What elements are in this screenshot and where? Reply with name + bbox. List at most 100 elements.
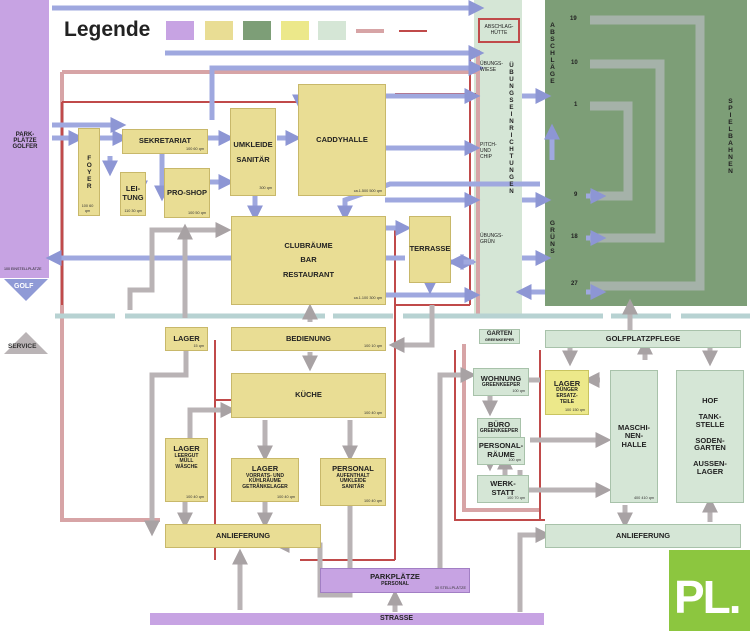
room-leitung-label: LEI- TUNG bbox=[122, 184, 144, 202]
pl-logo-block bbox=[669, 550, 750, 631]
room-kueche-area: 100 40 qm bbox=[364, 410, 382, 415]
svc-wohnung-label: WOHNUNG bbox=[480, 373, 522, 383]
room-sekretariat-label: SEKRETARIAT bbox=[138, 136, 192, 146]
svc-werkstatt-label: WERK- STATT bbox=[490, 479, 516, 497]
room-personal-area: 100 40 qm bbox=[364, 498, 382, 503]
pl-logo-text: PL. bbox=[674, 571, 742, 623]
room-lager-leergut-area: 100 40 qm bbox=[186, 494, 204, 499]
room-foyer-label: FOYER bbox=[85, 154, 93, 190]
svc-garten-label: GARTEN bbox=[486, 330, 513, 337]
room-kueche-label: KÜCHE bbox=[295, 390, 322, 400]
room-umkleide-label: UMKLEIDE SANITÄR bbox=[233, 140, 273, 164]
svc-buero-sub: GREENKEEPER bbox=[479, 428, 519, 435]
course-frame-inner bbox=[590, 101, 633, 201]
room-bedienung: BEDIENUNG 100 10 qm bbox=[231, 327, 386, 351]
room-leitung: LEI- TUNG 110 30 qm bbox=[120, 172, 146, 216]
hole-number: 1 bbox=[574, 102, 578, 108]
svc-buero: BÜRO GREENKEEPER bbox=[477, 418, 521, 438]
legend-swatch-course-green bbox=[243, 21, 271, 40]
room-lager-vorrats-label: LAGER bbox=[251, 464, 279, 473]
room-sekretariat: SEKRETARIAT 100 60 qm bbox=[122, 129, 208, 154]
room-proshop-label: PRO-SHOP bbox=[166, 187, 207, 197]
svc-werkstatt-area: 100 70 qm bbox=[507, 495, 525, 500]
hole-number: 9 bbox=[574, 192, 578, 198]
hole-number: 27 bbox=[571, 281, 578, 287]
svc-garten: GARTEN GREENKEEPER bbox=[479, 329, 520, 344]
svc-hof: HOF TANK- STELLE SODEN- GARTEN AUSSEN- L… bbox=[676, 370, 744, 503]
svc-garten-sub: GREENKEEPER bbox=[484, 337, 515, 342]
legend-swatch-light-yellow bbox=[281, 21, 309, 40]
room-kueche: KÜCHE 100 40 qm bbox=[231, 373, 386, 418]
practice-pitch: PITCH- UND CHIP bbox=[480, 142, 497, 160]
legend-swatch-club-yellow bbox=[205, 21, 233, 40]
strasse-label: STRASSE bbox=[380, 615, 414, 622]
golf-tag-label: GOLF bbox=[14, 283, 34, 290]
room-lager-vorrats-area: 100 40 qm bbox=[277, 494, 295, 499]
room-lager-leergut-label: LAGER bbox=[173, 444, 200, 453]
room-bedienung-label: BEDIENUNG bbox=[285, 333, 331, 343]
svc-golfplatzpflege: GOLFPLATZPFLEGE bbox=[545, 330, 741, 348]
course-spielbahnen: SPIELBAHNEN bbox=[727, 98, 734, 175]
room-umkleide-area: 300 qm bbox=[259, 186, 272, 191]
practice-abschlaghuette-label: ABSCHLAG- HÜTTE bbox=[484, 23, 514, 36]
room-proshop-area: 100 50 qm bbox=[188, 210, 206, 215]
room-bedienung-area: 100 10 qm bbox=[364, 343, 382, 348]
room-foyer-area: 100 60 qm bbox=[81, 204, 94, 213]
course-gruens: GRÜNS bbox=[549, 220, 556, 255]
room-lager-leergut: LAGER LEERGUT MÜLL WÄSCHE 100 40 qm bbox=[165, 438, 208, 502]
svc-maschinenhalle: MASCHI- NEN- HALLE 400 410 qm bbox=[610, 370, 658, 503]
room-lager-vorrats: LAGER VORRATS- UND KÜHLRÄUME GETRÄNKELAG… bbox=[231, 458, 299, 502]
room-caddyhalle: CADDYHALLE ca.1.500 500 qm bbox=[298, 84, 386, 196]
hole-number: 10 bbox=[571, 60, 578, 66]
room-lager-top-area: 15 qm bbox=[193, 343, 204, 348]
room-personal: PERSONAL AUFENTHALT UMKLEIDE SANITÄR 100… bbox=[320, 458, 386, 506]
room-terrasse-label: TERRASSE bbox=[409, 244, 451, 254]
svc-lager-duenger-area: 100 150 qm bbox=[564, 407, 585, 412]
svc-anlieferung-label: ANLIEFERUNG bbox=[615, 530, 671, 540]
svc-maschinenhalle-label: MASCHI- NEN- HALLE bbox=[617, 422, 651, 449]
svc-personalraeume: PERSONAL- RÄUME 100 qm bbox=[477, 437, 525, 465]
svc-lager-duenger-sub: DÜNGER ERSATZ- TEILE bbox=[556, 387, 578, 405]
room-parkplaetze-personal-label: PARKPLÄTZE bbox=[370, 572, 420, 582]
room-proshop: PRO-SHOP 100 50 qm bbox=[164, 168, 210, 218]
room-anlieferung-club: ANLIEFERUNG bbox=[165, 524, 321, 548]
svc-golfplatzpflege-label: GOLFPLATZPFLEGE bbox=[605, 333, 681, 343]
room-leitung-area: 110 30 qm bbox=[124, 208, 142, 213]
course-abschlaege: ABSCHLÄGE bbox=[549, 22, 556, 85]
svc-buero-label: BÜRO bbox=[487, 419, 511, 429]
room-lager-top: LAGER 15 qm bbox=[165, 327, 208, 351]
room-personal-label: PERSONAL bbox=[332, 464, 374, 473]
course-zone bbox=[545, 0, 747, 306]
parking-golfers-strip bbox=[0, 0, 49, 278]
legend-line-pink bbox=[356, 29, 384, 33]
svc-maschinenhalle-area: 400 410 qm bbox=[633, 495, 654, 500]
legend-swatch-purple bbox=[166, 21, 194, 40]
course-frame-outer bbox=[590, 15, 705, 291]
practice-vertical-title: ÜBUNGSEINRICHTUNGEN bbox=[508, 62, 515, 195]
service-tag-label: SERVICE bbox=[8, 343, 37, 350]
room-personal-sub: AUFENTHALT UMKLEIDE SANITÄR bbox=[336, 472, 370, 491]
room-caddyhalle-area: ca.1.500 500 qm bbox=[353, 188, 382, 193]
strasse-band bbox=[150, 613, 544, 625]
svc-lager-duenger-label: LAGER bbox=[553, 378, 581, 388]
room-anlieferung-club-label: ANLIEFERUNG bbox=[215, 530, 271, 540]
svc-wohnung-area: 100 qm bbox=[512, 388, 525, 393]
room-sekretariat-area: 100 60 qm bbox=[186, 146, 204, 151]
room-caddyhalle-label: CADDYHALLE bbox=[316, 134, 368, 144]
legend-swatch-light-green bbox=[318, 21, 346, 40]
hole-number: 18 bbox=[571, 234, 578, 240]
practice-uebungsgruen: ÜBUNGS- GRÜN bbox=[480, 233, 504, 245]
room-terrasse: TERRASSE bbox=[409, 216, 451, 283]
room-parkplaetze-personal-sub: PERSONAL bbox=[381, 580, 409, 587]
svc-personalraeume-area: 100 qm bbox=[508, 457, 521, 462]
svc-personalraeume-label: PERSONAL- RÄUME bbox=[478, 441, 524, 459]
room-foyer: FOYER 100 60 qm bbox=[78, 128, 100, 216]
svc-hof-label: HOF TANK- STELLE SODEN- GARTEN AUSSEN- L… bbox=[693, 396, 727, 476]
practice-uebungswiese: ÜBUNGS- WIESE bbox=[480, 61, 504, 73]
svc-wohnung-sub: GREENKEEPER bbox=[481, 382, 521, 389]
room-clubraeume-area: ca.1.100 300 qm bbox=[353, 295, 382, 300]
practice-abschlaghuette: ABSCHLAG- HÜTTE bbox=[478, 18, 520, 43]
room-clubraeume: CLUBRÄUME BAR RESTAURANT ca.1.100 300 qm bbox=[231, 216, 386, 305]
room-umkleide: UMKLEIDE SANITÄR 300 qm bbox=[230, 108, 276, 196]
